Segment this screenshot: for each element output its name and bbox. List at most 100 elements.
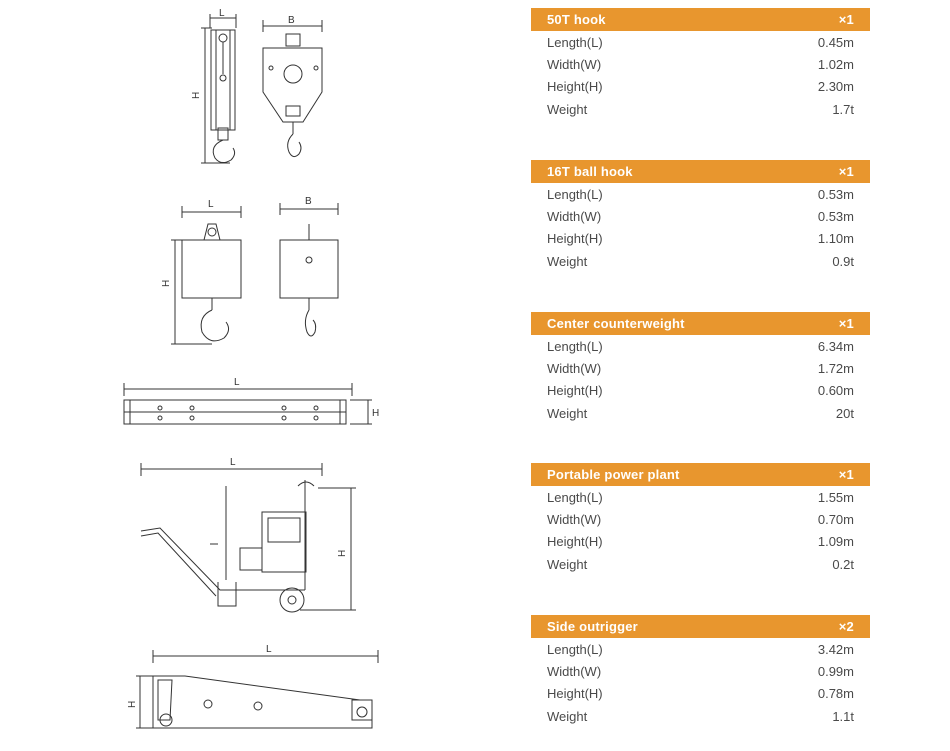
spec-label: Weight [547, 253, 588, 269]
spec-row: Length(L) 0.53m [531, 183, 870, 205]
spec-card-header: 50T hook ×1 [531, 8, 870, 31]
hook-50t-front-view: B [262, 15, 323, 158]
spec-card-quantity: ×1 [838, 12, 854, 27]
spec-label: Length(L) [547, 338, 603, 354]
spec-card-quantity: ×1 [838, 164, 854, 179]
spec-card-quantity: ×1 [838, 467, 854, 482]
spec-card-title: Portable power plant [547, 467, 680, 482]
dim-label: B [288, 15, 295, 26]
spec-label: Length(L) [547, 489, 603, 505]
outrigger-view: L H [127, 644, 379, 729]
spec-label: Weight [547, 556, 588, 572]
spec-value: 1.1t [832, 708, 854, 724]
spec-label: Width(W) [547, 511, 602, 527]
dim-label: H [127, 701, 138, 708]
hook-50t-side-view: L H [191, 8, 237, 164]
spec-row: Length(L) 3.42m [531, 638, 870, 660]
spec-label: Height(H) [547, 534, 603, 550]
spec-value: 1.7t [832, 101, 854, 117]
spec-row: Height(H) 2.30m [531, 76, 870, 98]
spec-value: 0.60m [817, 383, 854, 399]
spec-row: Weight 20t [531, 402, 870, 424]
spec-value: 3.42m [817, 641, 854, 657]
spec-row: Height(H) 0.78m [531, 683, 870, 705]
spec-value: 1.02m [817, 56, 854, 72]
spec-label: Width(W) [547, 663, 602, 679]
spec-label: Height(H) [547, 231, 603, 247]
spec-row: Length(L) 0.45m [531, 31, 870, 53]
spec-label: Width(W) [547, 56, 602, 72]
counterweight-view: L H [123, 377, 379, 425]
spec-value: 6.34m [817, 338, 854, 354]
dim-label: H [337, 550, 348, 557]
dim-label: L [230, 457, 236, 468]
spec-card-title: 50T hook [547, 12, 606, 27]
spec-value: 0.45m [817, 34, 854, 50]
spec-row: Width(W) 0.99m [531, 660, 870, 682]
spec-value: 20t [835, 405, 854, 421]
spec-value: 1.10m [817, 231, 854, 247]
spec-value: 0.9t [832, 253, 854, 269]
spec-label: Weight [547, 405, 588, 421]
spec-card-header: Portable power plant ×1 [531, 463, 870, 486]
spec-card-quantity: ×2 [838, 619, 854, 634]
spec-label: Height(H) [547, 686, 603, 702]
spec-value: 0.78m [817, 686, 854, 702]
spec-label: Weight [547, 101, 588, 117]
dim-label: H [191, 92, 202, 99]
spec-label: Width(W) [547, 360, 602, 376]
technical-drawings: L H B L H B [123, 8, 379, 729]
spec-card-header: Side outrigger ×2 [531, 615, 870, 638]
dim-label: L [266, 644, 272, 655]
spec-value: 0.70m [817, 511, 854, 527]
dim-label: L [208, 199, 214, 210]
spec-value: 0.2t [832, 556, 854, 572]
spec-card-header: 16T ball hook ×1 [531, 160, 870, 183]
dim-label: H [161, 280, 172, 287]
spec-row: Width(W) 1.02m [531, 53, 870, 75]
spec-card-title: Side outrigger [547, 619, 638, 634]
spec-card-quantity: ×1 [838, 316, 854, 331]
spec-value: 0.53m [817, 186, 854, 202]
spec-row: Weight 0.2t [531, 553, 870, 575]
spec-card-header: Center counterweight ×1 [531, 312, 870, 335]
dim-label: B [305, 196, 312, 207]
spec-label: Length(L) [547, 186, 603, 202]
power-plant-view: L H [140, 457, 356, 613]
spec-row: Width(W) 1.72m [531, 357, 870, 379]
spec-value: 1.72m [817, 360, 854, 376]
spec-value: 1.09m [817, 534, 854, 550]
spec-label: Weight [547, 708, 588, 724]
spec-card-title: 16T ball hook [547, 164, 633, 179]
spec-row: Width(W) 0.53m [531, 205, 870, 227]
spec-value: 1.55m [817, 489, 854, 505]
spec-label: Height(H) [547, 383, 603, 399]
spec-row: Weight 1.7t [531, 98, 870, 120]
spec-label: Width(W) [547, 208, 602, 224]
spec-label: Height(H) [547, 79, 603, 95]
spec-value: 0.99m [817, 663, 854, 679]
spec-row: Height(H) 1.09m [531, 531, 870, 553]
spec-card-title: Center counterweight [547, 316, 685, 331]
spec-label: Length(L) [547, 641, 603, 657]
dim-label: L [219, 8, 225, 19]
spec-row: Height(H) 1.10m [531, 228, 870, 250]
spec-row: Weight 1.1t [531, 705, 870, 727]
ball-hook-16t-front-view: B [279, 196, 339, 337]
spec-row: Weight 0.9t [531, 250, 870, 272]
dim-label: H [372, 408, 379, 419]
spec-value: 2.30m [817, 79, 854, 95]
spec-row: Length(L) 1.55m [531, 486, 870, 508]
spec-row: Length(L) 6.34m [531, 335, 870, 357]
spec-row: Height(H) 0.60m [531, 380, 870, 402]
spec-value: 0.53m [817, 208, 854, 224]
ball-hook-16t-side-view: L H [161, 199, 242, 345]
spec-label: Length(L) [547, 34, 603, 50]
dim-label: L [234, 377, 240, 388]
spec-row: Width(W) 0.70m [531, 508, 870, 530]
